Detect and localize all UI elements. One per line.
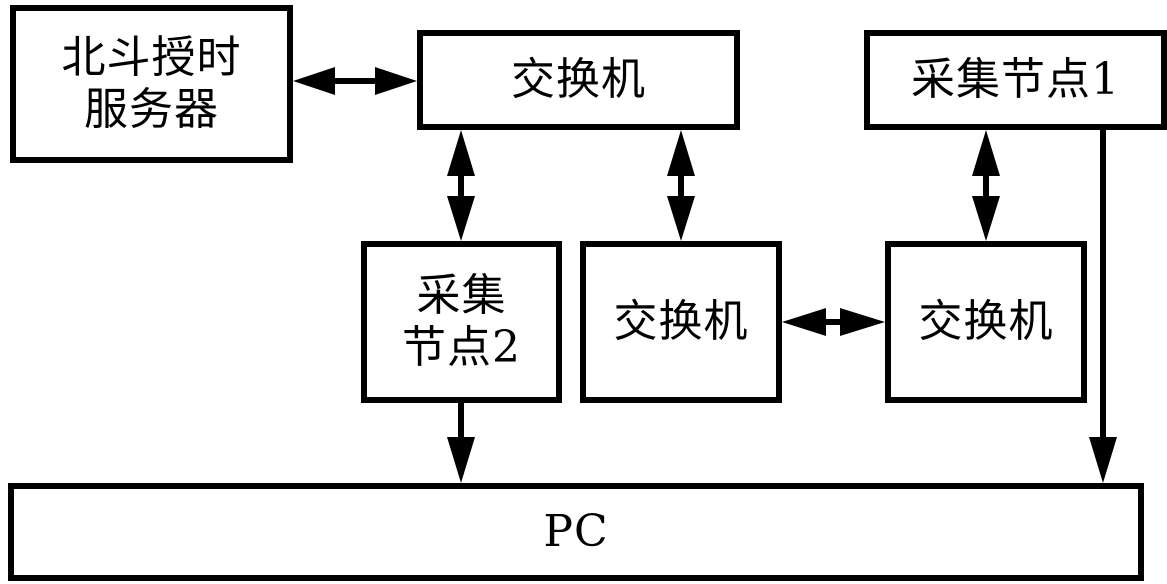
collection-node-2-label-line1: 采集 bbox=[416, 270, 507, 321]
collection-node-1-box: 采集节点1 bbox=[864, 30, 1167, 130]
collection-node-1-label: 采集节点1 bbox=[911, 54, 1120, 105]
edge-switch-top-node2 bbox=[447, 130, 475, 241]
collection-node-2-box: 采集 节点2 bbox=[361, 241, 562, 403]
switch-right-label: 交换机 bbox=[918, 296, 1054, 347]
arrowhead-down-icon bbox=[447, 437, 475, 483]
arrowhead-up-icon bbox=[972, 130, 1000, 176]
beidou-timing-server-box: 北斗授时 服务器 bbox=[10, 5, 293, 163]
switch-right-box: 交换机 bbox=[885, 241, 1087, 403]
arrowhead-up-icon bbox=[667, 130, 695, 176]
collection-node-2-label-line2: 节点2 bbox=[402, 322, 521, 373]
arrowhead-up-icon bbox=[447, 130, 475, 176]
arrowhead-down-icon bbox=[1089, 437, 1117, 483]
edge-node2-pc bbox=[447, 403, 475, 483]
arrowhead-right-icon bbox=[840, 308, 885, 336]
arrowhead-left-icon bbox=[782, 308, 826, 336]
beidou-server-label-line2: 服务器 bbox=[84, 84, 219, 135]
edge-node1-switch-right bbox=[972, 130, 1000, 241]
edge-switch-middle-switch-right bbox=[782, 308, 885, 336]
pc-box: PC bbox=[8, 483, 1144, 581]
arrowhead-right-icon bbox=[375, 67, 417, 95]
edge-node1-pc bbox=[1089, 130, 1117, 483]
beidou-server-label-line1: 北斗授时 bbox=[61, 32, 242, 83]
switch-middle-box: 交换机 bbox=[580, 241, 782, 403]
switch-top-box: 交换机 bbox=[417, 30, 740, 130]
arrowhead-left-icon bbox=[293, 67, 335, 95]
edge-switch-top-switch-middle bbox=[667, 130, 695, 241]
switch-top-label: 交换机 bbox=[511, 54, 646, 105]
arrowhead-down-icon bbox=[667, 196, 695, 241]
edge-beidou-switch-top bbox=[293, 67, 417, 95]
pc-label: PC bbox=[543, 506, 609, 557]
arrowhead-down-icon bbox=[447, 196, 475, 241]
arrowhead-down-icon bbox=[972, 196, 1000, 241]
switch-middle-label: 交换机 bbox=[613, 296, 749, 347]
